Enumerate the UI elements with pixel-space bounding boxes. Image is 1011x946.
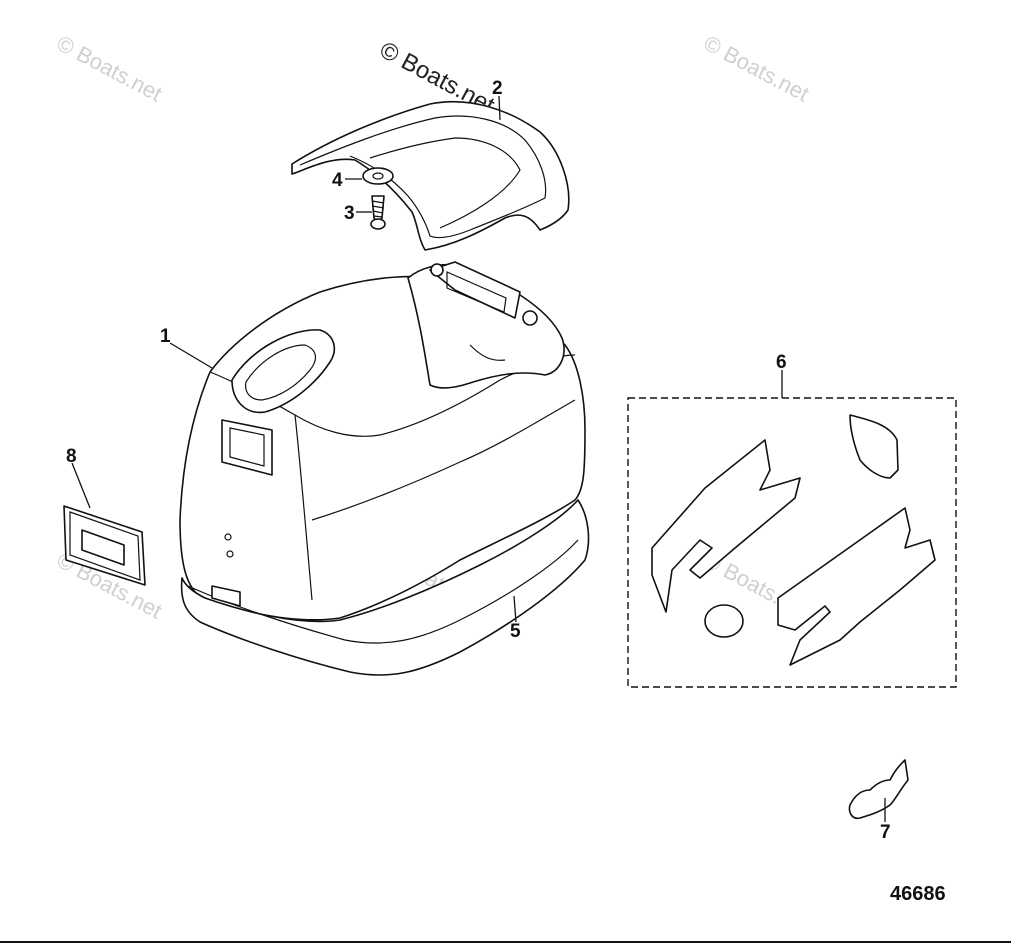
callouts: 1 2 3 4 5 6 7 8 xyxy=(66,78,891,843)
figure-number: 46686 xyxy=(890,883,946,905)
washer xyxy=(362,167,394,185)
callout-7: 7 xyxy=(880,822,891,843)
bottom-seal xyxy=(180,499,590,676)
screw xyxy=(370,195,386,230)
callout-4: 4 xyxy=(332,170,343,191)
callout-8: 8 xyxy=(66,446,77,467)
side-decal-plate xyxy=(63,505,146,586)
callout-3: 3 xyxy=(344,203,355,224)
small-decal xyxy=(848,759,909,820)
watermark-top-left: © Boats.net xyxy=(53,30,167,106)
callout-6: 6 xyxy=(776,352,787,373)
main-cowl xyxy=(179,261,586,621)
callout-5: 5 xyxy=(510,621,521,642)
bottom-rule xyxy=(0,941,1011,943)
decal-set xyxy=(627,397,957,688)
leader-lines xyxy=(71,95,886,822)
callout-1: 1 xyxy=(160,326,171,347)
callout-2: 2 xyxy=(492,78,503,99)
watermark-top-right: © Boats.net xyxy=(700,30,814,106)
